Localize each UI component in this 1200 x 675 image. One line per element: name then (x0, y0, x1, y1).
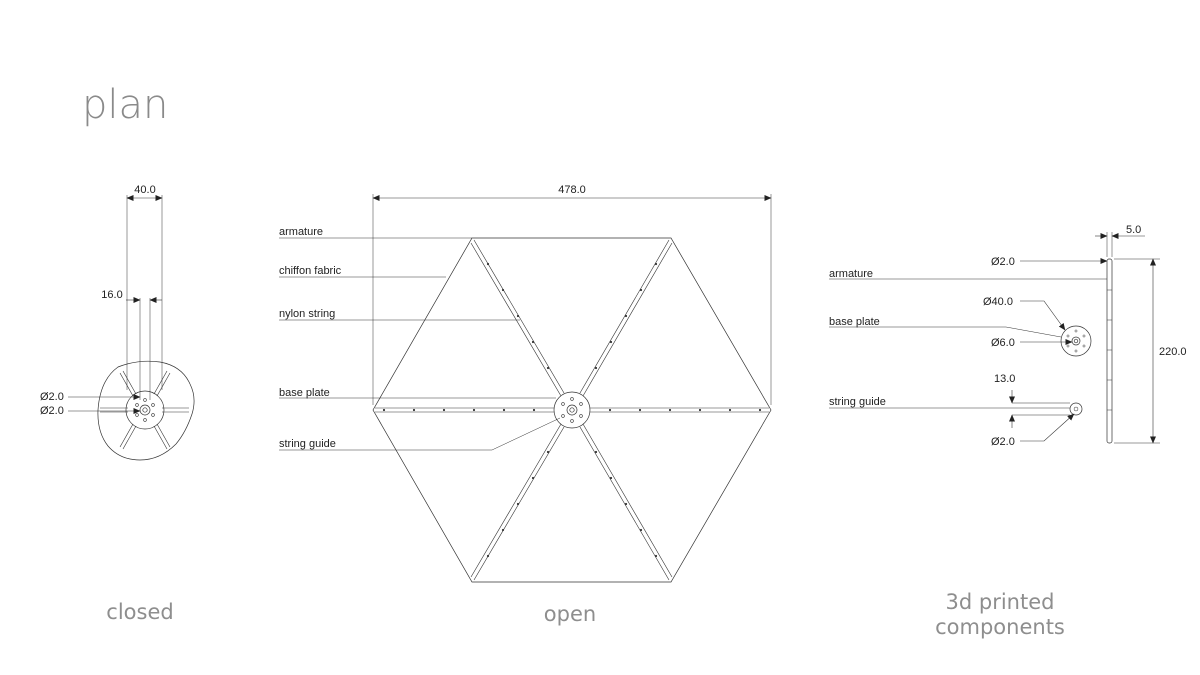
open-hub (566, 404, 578, 416)
comp-label-string-guide: string guide (829, 396, 886, 408)
caption-open: open (543, 602, 597, 626)
component-base-plate (1060, 325, 1092, 357)
comp-leader-plate-dia (1020, 300, 1066, 331)
open-label-chiffon: chiffon fabric (279, 265, 342, 277)
comp-dim-thickness: 5.0 (1126, 224, 1141, 236)
closed-spokes (100, 370, 189, 450)
open-fabric-hexagon (372, 237, 772, 583)
open-base-plate (553, 391, 591, 429)
comp-dim-arm-dia: Ø2.0 (991, 256, 1015, 268)
comp-leader-base-plate (829, 326, 1062, 338)
open-dim-width: 478.0 (558, 184, 586, 196)
closed-base-plate (125, 390, 165, 430)
open-hub-inner (569, 407, 575, 413)
closed-dim-dia-a: Ø2.0 (40, 391, 64, 403)
closed-view (68, 195, 195, 461)
open-hub-holes (561, 397, 583, 423)
closed-fabric-outline (97, 360, 195, 461)
caption-components-line2: components (935, 615, 1065, 639)
caption-components-line1: 3d printed (945, 590, 1055, 614)
comp-leader-guide-dia (1020, 413, 1075, 442)
open-spokes (375, 239, 769, 581)
closed-dim-inner: 16.0 (101, 289, 122, 301)
comp-label-base-plate: base plate (829, 316, 880, 328)
open-label-armature: armature (279, 226, 323, 238)
closed-hub-inner (142, 407, 148, 413)
component-string-guide (1069, 402, 1083, 416)
open-spoke-holes (382, 262, 762, 558)
comp-dim-hole-dia: Ø6.0 (991, 337, 1015, 349)
open-label-base-plate: base plate (279, 387, 330, 399)
caption-components: 3d printed components (920, 590, 1080, 640)
component-base-plate-holes (1066, 329, 1086, 353)
comp-dim-length: 220.0 (1159, 346, 1187, 358)
closed-hub (139, 404, 151, 416)
comp-dim-plate-dia: Ø40.0 (983, 296, 1013, 308)
page-title: plan (82, 82, 169, 128)
open-label-nylon: nylon string (279, 308, 335, 320)
caption-closed: closed (106, 600, 174, 624)
comp-dim-guide-h: 13.0 (994, 373, 1015, 385)
closed-hub-holes (135, 398, 155, 422)
comp-dim-guide-dia: Ø2.0 (991, 436, 1015, 448)
open-leader-guide (279, 417, 561, 451)
closed-dim-width: 40.0 (134, 184, 155, 196)
armature-rod-holes (1107, 289, 1112, 411)
comp-label-armature: armature (829, 268, 873, 280)
closed-dim-dia-b: Ø2.0 (40, 405, 64, 417)
component-armature-rod (1106, 258, 1113, 444)
open-label-string-guide: string guide (279, 438, 336, 450)
open-view (279, 194, 772, 583)
component-base-plate-hole (1071, 336, 1081, 346)
components-view (829, 232, 1160, 444)
